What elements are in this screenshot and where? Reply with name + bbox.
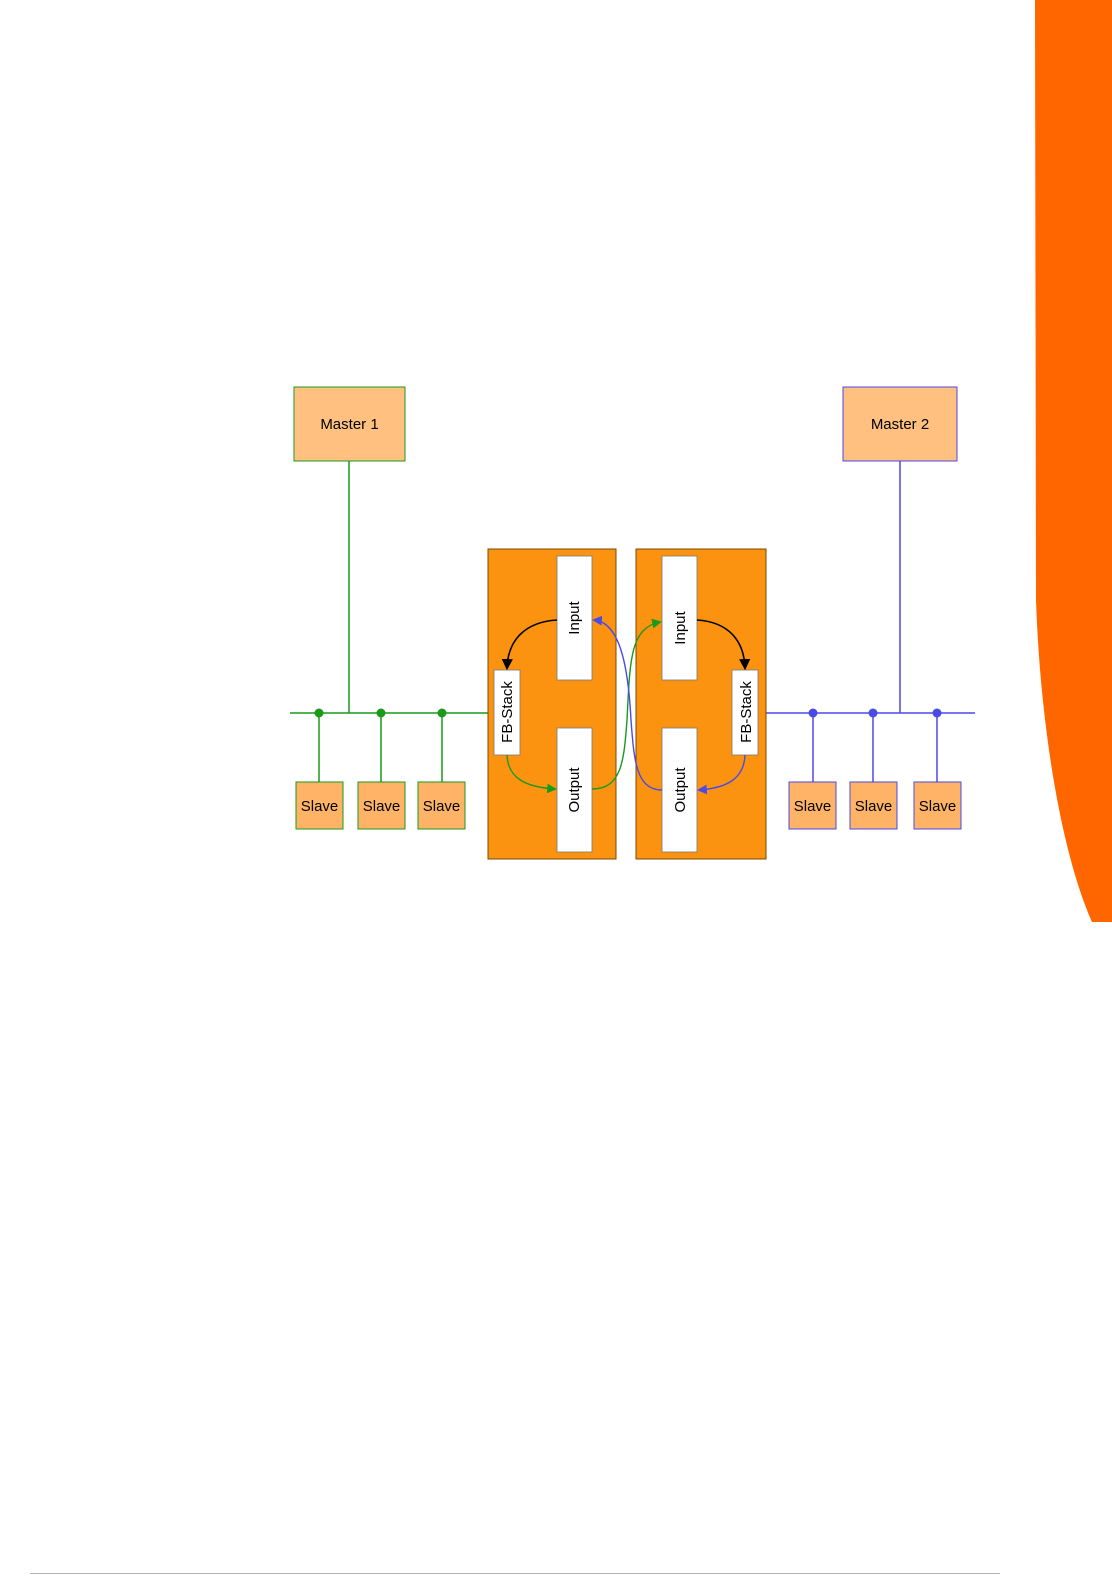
gateway-right-output-box <box>661 727 698 853</box>
gateway-left: Input Output FB-Stack <box>487 548 617 860</box>
arrow-right-stack-to-output <box>697 754 746 795</box>
slave-label: Slave <box>919 798 957 815</box>
master-2-label: Master 2 <box>871 416 929 433</box>
arrow-right-input-to-stack <box>696 619 751 671</box>
gateway-left-output-label: Output <box>566 767 583 813</box>
master-1: Master 1 <box>293 386 406 462</box>
gateway-right-input-box <box>661 555 698 681</box>
gateway-left-stack-box <box>493 669 521 756</box>
gateway-right: Input Output FB-Stack <box>635 548 767 860</box>
slave-left-1: Slave <box>295 781 344 830</box>
arrow-blue-crossover <box>592 615 663 791</box>
bus-node <box>437 708 447 718</box>
bus-node <box>932 708 942 718</box>
footer-rule <box>30 1573 1000 1574</box>
page-side-tab <box>1035 0 1112 922</box>
slave-left-2: Slave <box>357 781 406 830</box>
slave-left-3: Slave <box>417 781 466 830</box>
slave-right-1: Slave <box>788 781 837 830</box>
slave-label: Slave <box>855 798 893 815</box>
slave-label: Slave <box>794 798 832 815</box>
gateway-left-input-label: Input <box>566 600 583 634</box>
gateway-right-input-label: Input <box>672 610 689 644</box>
master-1-label: Master 1 <box>320 416 378 433</box>
master-2: Master 2 <box>842 386 958 462</box>
bus-right <box>758 461 975 782</box>
arrow-left-stack-to-output <box>506 754 557 794</box>
slave-label: Slave <box>363 798 401 815</box>
bus-node <box>314 708 324 718</box>
slave-label: Slave <box>423 798 461 815</box>
bus-node <box>808 708 818 718</box>
bus-node <box>376 708 386 718</box>
gateway-right-output-label: Output <box>672 767 689 813</box>
bus-node <box>868 708 878 718</box>
gateway-left-output-box <box>556 727 593 853</box>
gateway-right-stack-box <box>731 669 759 756</box>
arrow-green-crossover <box>591 618 662 790</box>
slave-right-3: Slave <box>913 781 962 830</box>
gateway-left-input-box <box>556 555 593 681</box>
gateway-right-stack-label: FB-Stack <box>738 681 755 743</box>
flow-arrows <box>501 615 751 795</box>
slave-right-2: Slave <box>849 781 898 830</box>
bus-left <box>290 461 494 782</box>
slave-label: Slave <box>301 798 339 815</box>
arrow-left-input-to-stack <box>501 619 558 671</box>
gateway-left-stack-label: FB-Stack <box>499 681 516 743</box>
